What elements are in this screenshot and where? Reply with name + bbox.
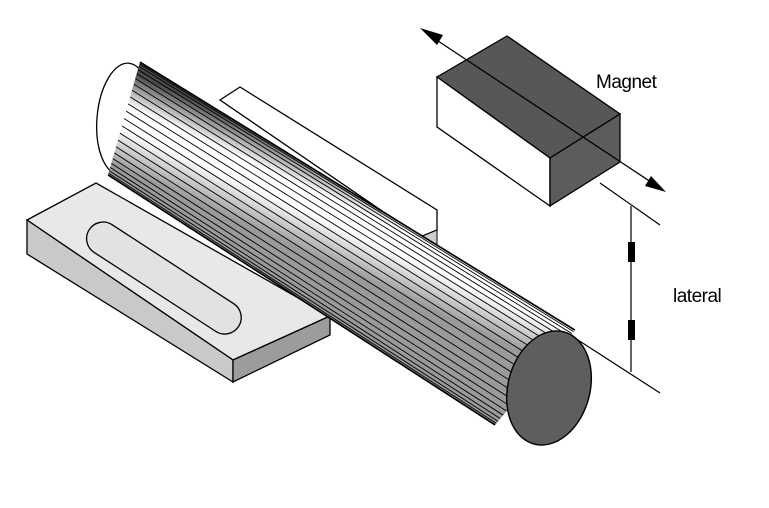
arrow-head-left-icon	[420, 28, 443, 45]
fluted-rod	[96, 61, 593, 446]
base-block-side	[232, 314, 331, 384]
rod-flute-line	[117, 139, 520, 397]
rod-flute-line	[125, 110, 541, 372]
rod-flute-line	[127, 103, 546, 366]
rod-flute-line	[131, 89, 556, 355]
rod-flute-line	[136, 73, 567, 341]
rod-flute-line	[133, 83, 560, 349]
movement-axis-line	[425, 32, 661, 189]
rod-body	[108, 62, 575, 425]
rod-flute-line	[137, 69, 570, 337]
rod-flute-line	[135, 78, 564, 345]
rod-flute-line	[115, 146, 516, 402]
lateral-label: lateral	[673, 286, 721, 307]
magnet-block	[435, 35, 622, 208]
rod-flute-line	[112, 158, 507, 412]
rod-flute-line	[129, 96, 551, 360]
base-block	[25, 182, 332, 384]
arrow-head-right-icon	[645, 176, 666, 192]
rod-flute-line	[139, 63, 574, 333]
magnet-label: Magnet	[596, 72, 658, 93]
rod-flute-line	[108, 170, 499, 422]
dimension-ref-line-top	[599, 182, 661, 226]
movement-double-arrow	[420, 28, 666, 192]
rod-bottom-edge	[107, 174, 496, 426]
rod-front-end	[505, 330, 593, 446]
rod-flute-line	[111, 162, 504, 416]
lateral-dimension	[577, 182, 661, 394]
dimension-tick-top	[628, 242, 635, 262]
rod-top-edge	[139, 61, 576, 331]
slot	[85, 221, 242, 335]
dimension-ref-line-bottom	[577, 339, 661, 394]
rod-flute-line	[121, 125, 531, 385]
rod-flute-line	[114, 152, 511, 407]
dimension-tick-bottom	[628, 320, 635, 340]
rod-flute-line	[123, 118, 536, 378]
rod-flute-line	[119, 132, 525, 391]
rod-flute-line	[108, 172, 497, 424]
rod-flute-line	[109, 167, 501, 420]
rod-flute-line	[138, 65, 573, 334]
